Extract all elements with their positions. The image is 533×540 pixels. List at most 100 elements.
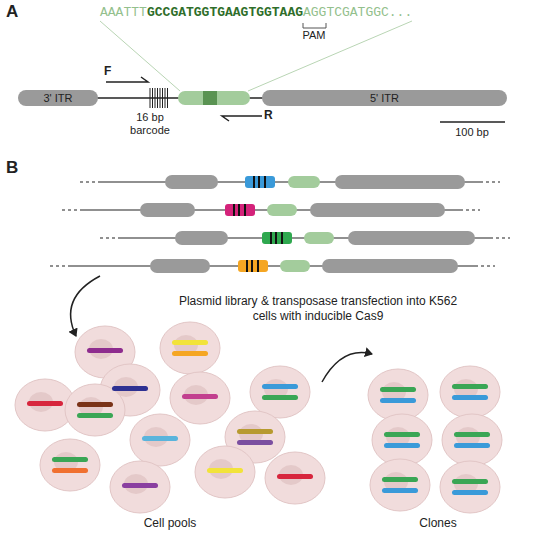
construct-a	[152, 88, 153, 108]
construct-library	[267, 204, 297, 216]
construct-library	[165, 175, 218, 189]
construct-library	[50, 175, 510, 273]
step-text: Plasmid library & transposase transfecti…	[178, 294, 458, 324]
itr-bar: 3' ITR	[18, 90, 98, 106]
construct-library	[50, 182, 510, 266]
clone-cells	[368, 369, 428, 421]
clone-cells	[380, 387, 416, 392]
clone-cells	[380, 398, 416, 403]
group-label: Clones	[388, 516, 488, 531]
cell-pool	[250, 366, 310, 418]
construct-library	[175, 231, 228, 245]
clone-cells	[452, 479, 488, 484]
construct-library	[62, 209, 82, 210]
primer-label: R	[264, 108, 273, 122]
construct-a	[222, 116, 262, 121]
cell-pool	[265, 452, 325, 504]
cell-pool	[172, 351, 208, 356]
cell-pool	[77, 413, 113, 418]
construct-library	[264, 176, 266, 188]
clone-cells	[452, 384, 488, 389]
construct-library	[150, 259, 210, 273]
construct-a	[157, 88, 158, 108]
construct-a	[440, 121, 505, 123]
flow-arrow	[322, 353, 372, 382]
construct-a	[167, 88, 168, 108]
clone-cells	[442, 414, 502, 466]
panel-letter: A	[6, 2, 18, 22]
clone-cells	[452, 490, 488, 495]
itr-label: 5' ITR	[370, 91, 399, 105]
construct-library	[100, 237, 120, 238]
construct-library	[233, 204, 235, 216]
construct-library	[475, 265, 495, 266]
construct-library	[304, 232, 334, 244]
construct-library	[270, 232, 272, 244]
clone-cells	[440, 461, 500, 513]
clone-cells	[380, 384, 490, 484]
sequence-target: GCCGATGGTGAAGTGGTAAG	[147, 5, 303, 20]
itr-label: 3' ITR	[44, 91, 73, 105]
construct-library	[480, 181, 500, 182]
cell-pool	[160, 322, 220, 374]
construct-library	[246, 260, 248, 272]
construct-library	[238, 204, 240, 216]
construct-library	[322, 259, 458, 273]
clone-cells	[372, 414, 432, 466]
clone-cells	[454, 432, 490, 437]
cell-pool	[277, 474, 313, 479]
cell-pool	[27, 401, 63, 406]
clone-cells	[368, 366, 502, 513]
construct-a	[178, 91, 250, 105]
construct-library	[50, 265, 70, 266]
construct-library	[281, 232, 283, 244]
construct-library	[275, 232, 277, 244]
group-label: Cell pools	[110, 516, 230, 531]
cell-pool	[170, 372, 230, 424]
construct-a	[96, 21, 505, 122]
clone-cells	[440, 366, 500, 418]
construct-a	[155, 88, 156, 108]
cell-pool	[65, 384, 125, 436]
itr-bar: 5' ITR	[262, 90, 507, 106]
construct-library	[490, 237, 510, 238]
primer-label: F	[104, 64, 111, 78]
construct-a	[203, 91, 217, 105]
cell-pool	[207, 468, 243, 473]
cell-pool	[172, 340, 208, 345]
cell-pool	[262, 395, 298, 400]
sequence-flank: AGGTCGATGGC...	[303, 5, 412, 20]
construct-library	[257, 260, 259, 272]
clone-cells	[382, 488, 418, 493]
cell-pool	[110, 461, 170, 513]
pam-label: PAM	[294, 29, 334, 42]
cell-pool	[262, 384, 298, 389]
cell-pool	[77, 402, 113, 407]
construct-library	[310, 203, 445, 217]
cell-pool	[52, 457, 88, 462]
construct-library	[251, 260, 253, 272]
cell-pool	[237, 429, 273, 434]
construct-library	[262, 232, 292, 244]
construct-a	[106, 77, 148, 82]
construct-a	[150, 88, 151, 108]
construct-library	[140, 175, 475, 273]
sequence-flank: AAATTT	[100, 5, 147, 20]
construct-a	[303, 23, 326, 28]
clone-cells	[380, 395, 490, 495]
construct-library	[267, 176, 334, 272]
construct-library	[225, 204, 255, 216]
cell-pool	[87, 348, 123, 353]
construct-library	[244, 204, 246, 216]
cell-pool	[237, 440, 273, 445]
cell-pool	[130, 414, 190, 466]
scale-label: 100 bp	[442, 126, 502, 139]
construct-library	[245, 176, 275, 188]
cell-pool	[112, 386, 148, 391]
construct-library	[280, 260, 310, 272]
cell-pool	[15, 322, 325, 513]
clone-cells	[452, 395, 488, 400]
panel-letter: B	[6, 158, 18, 178]
